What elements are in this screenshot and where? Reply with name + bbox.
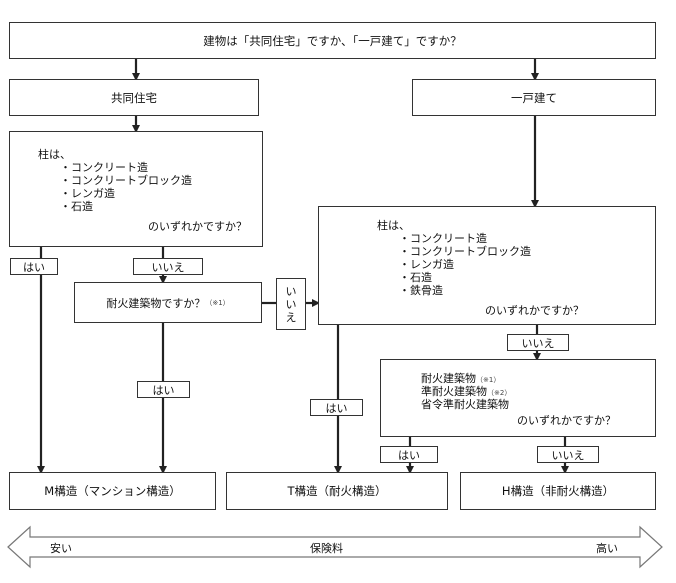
q-fire2-line-text: 耐火建築物	[421, 372, 476, 385]
label-no-vertical: い い え	[276, 278, 306, 330]
q-right-item: ・コンクリート造	[399, 232, 487, 245]
scale-low-label: 安い	[50, 542, 72, 555]
q-fire2-line: 省令準耐火建築物	[421, 398, 509, 411]
q-fire2-line: 準耐火建築物（※2）	[421, 385, 511, 400]
q-right-item: ・鉄骨造	[399, 284, 443, 297]
q-right-item: ・レンガ造	[399, 258, 454, 271]
q-left-item: ・コンクリートブロック造	[60, 174, 192, 187]
q-right-item: ・石造	[399, 271, 432, 284]
label-yes-fire-text: はい	[152, 383, 175, 397]
label-yes-fire2: はい	[380, 446, 438, 463]
label-yes-left-text: はい	[23, 260, 45, 274]
question-pillar-right: 柱は、 ・コンクリート造 ・コンクリートブロック造 ・レンガ造 ・石造 ・鉄骨造…	[318, 206, 656, 325]
question-fireproof-types: 耐火建築物（※1） 準耐火建築物（※2） 省令準耐火建築物 のいずれかですか？	[380, 359, 656, 437]
result-t-structure: T構造（耐火構造）	[226, 472, 448, 510]
label-no-fire2-text: いいえ	[551, 448, 585, 462]
question-building-type: 建物は「共同住宅」ですか、「一戸建て」ですか？	[9, 22, 656, 59]
scale-center-label: 保険料	[310, 542, 343, 555]
q-fire2-line-text: 準耐火建築物	[421, 385, 487, 398]
q-fire2-note: （※1）	[476, 376, 501, 384]
result-m-label: M構造（マンション構造）	[44, 484, 181, 498]
q-fire2-line-text: 省令準耐火建築物	[421, 398, 509, 411]
question-pillar-left: 柱は、 ・コンクリート造 ・コンクリートブロック造 ・レンガ造 ・石造 のいずれ…	[9, 131, 263, 247]
q-right-tail: のいずれかですか？	[485, 304, 584, 317]
result-h-label: H構造（非耐火構造）	[501, 484, 615, 498]
q-fire-note: （※1）	[205, 298, 230, 307]
q-right-intro: 柱は、	[377, 219, 410, 232]
result-t-label: T構造（耐火構造）	[287, 484, 387, 498]
q-fire-text: 耐火建築物ですか？	[106, 296, 206, 310]
q-fire2-tail: のいずれかですか？	[517, 414, 616, 427]
label-no-right-text: いいえ	[521, 336, 555, 350]
label-no-fire2: いいえ	[537, 446, 599, 463]
label-yes-fire: はい	[137, 381, 190, 398]
label-yes-fire2-text: はい	[398, 448, 420, 462]
label-no-vertical-char: え	[285, 310, 297, 324]
q-left-item: ・レンガ造	[60, 187, 115, 200]
branch-ikkodate-label: 一戸建て	[511, 90, 557, 105]
label-no-vertical-char: い	[285, 297, 297, 311]
label-yes-left: はい	[10, 258, 58, 275]
label-no-left-text: いいえ	[151, 260, 185, 274]
label-no-vertical-char: い	[285, 284, 297, 298]
result-h-structure: H構造（非耐火構造）	[460, 472, 656, 510]
question-building-type-text: 建物は「共同住宅」ですか、「一戸建て」ですか？	[203, 33, 462, 48]
q-fire2-note: （※2）	[487, 389, 512, 397]
label-yes-right: はい	[310, 399, 363, 416]
branch-kyodo-label: 共同住宅	[111, 90, 157, 105]
label-yes-right-text: はい	[325, 401, 348, 415]
q-right-item: ・コンクリートブロック造	[399, 245, 531, 258]
result-m-structure: M構造（マンション構造）	[9, 472, 216, 510]
label-no-left: いいえ	[133, 258, 203, 275]
scale-high-label: 高い	[596, 542, 618, 555]
branch-kyodo-jutaku: 共同住宅	[9, 79, 259, 116]
q-left-item: ・コンクリート造	[60, 161, 148, 174]
branch-ikkodate: 一戸建て	[412, 79, 656, 116]
question-fireproof: 耐火建築物ですか？（※1）	[74, 282, 262, 323]
q-left-item: ・石造	[60, 200, 93, 213]
q-fire2-line: 耐火建築物（※1）	[421, 372, 500, 387]
label-no-right: いいえ	[507, 334, 569, 351]
q-left-intro: 柱は、	[38, 148, 71, 161]
q-left-tail: のいずれかですか？	[148, 220, 247, 233]
